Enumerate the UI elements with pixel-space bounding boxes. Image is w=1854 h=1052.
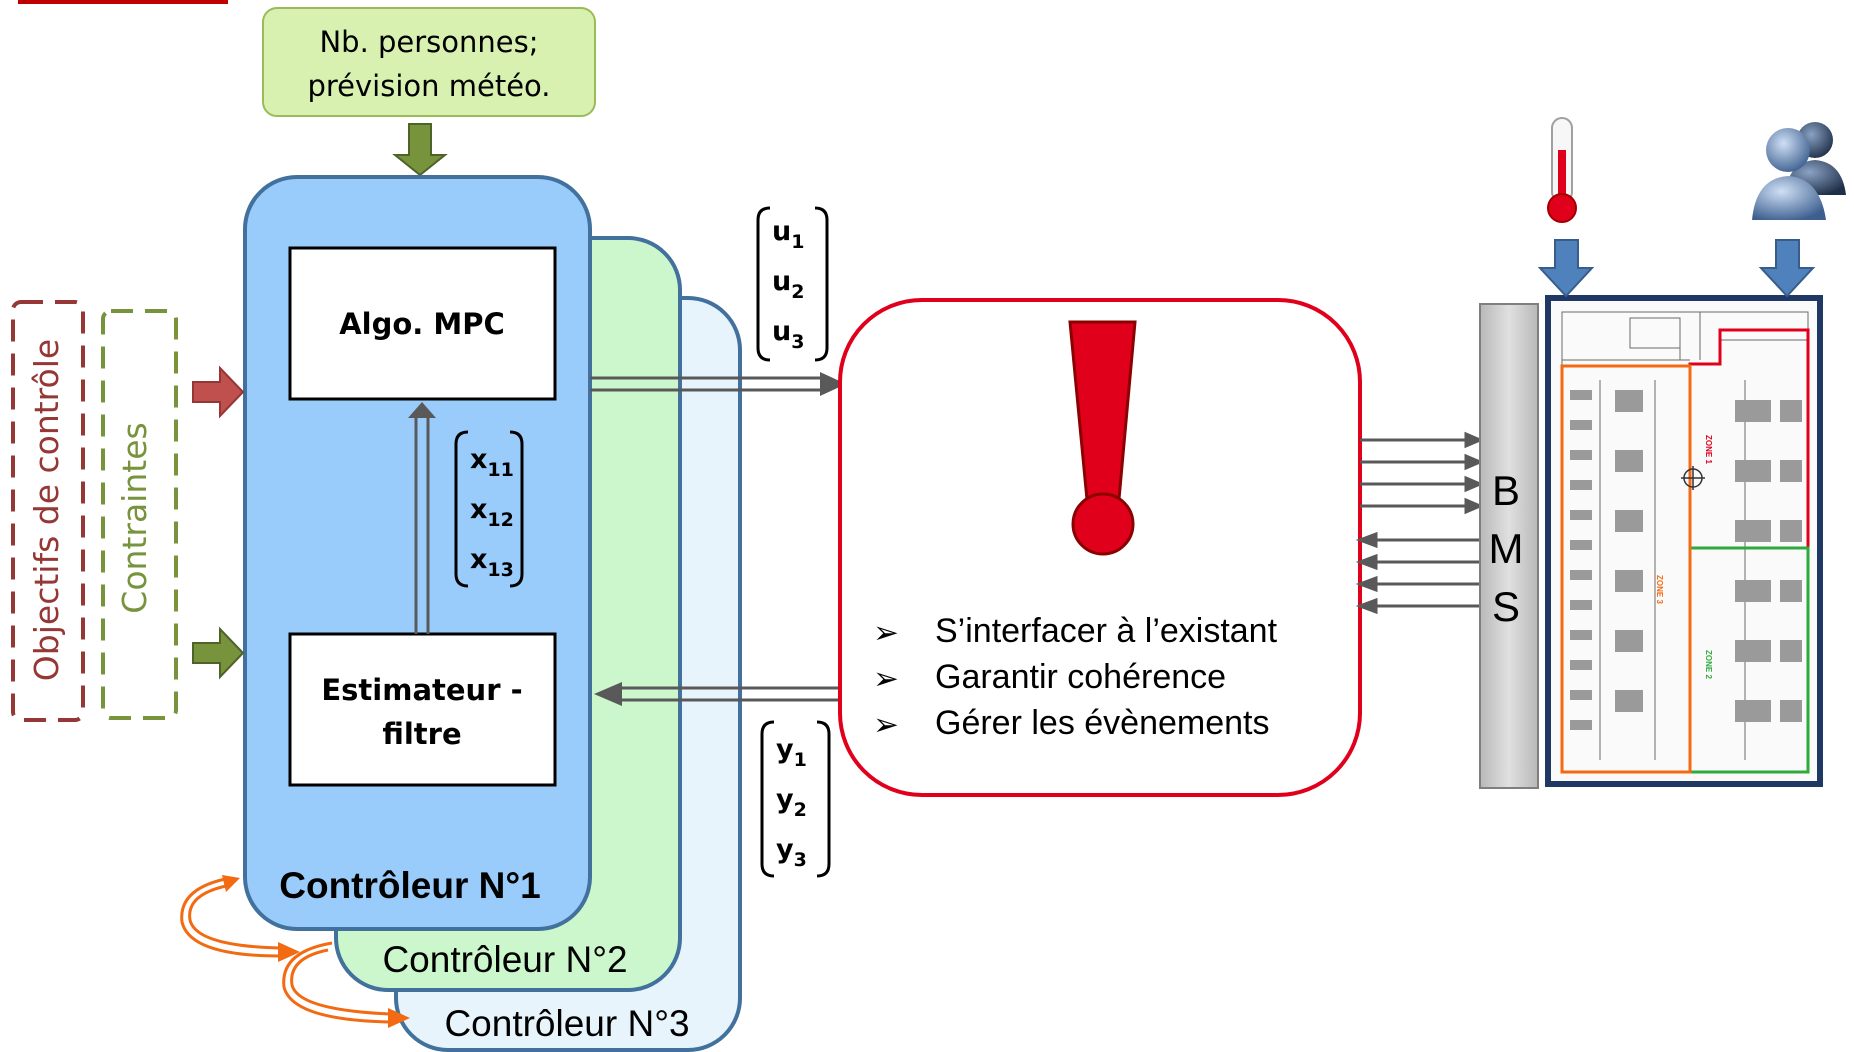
estimator-label-line1: Estimateur -	[321, 673, 522, 707]
zone-1-label: ZONE 1	[1704, 435, 1713, 464]
estimator-label-line2: filtre	[382, 717, 461, 751]
bms-link-arrows	[1355, 431, 1484, 615]
occupancy-down-arrow	[1758, 239, 1816, 298]
exclamation-icon	[1068, 320, 1137, 556]
zone-2-label: ZONE 2	[1704, 650, 1713, 679]
controller-1-label: Contrôleur N°1	[279, 865, 540, 906]
bms-letter-b: B	[1492, 467, 1520, 514]
top-input-box: Nb. personnes; prévision météo.	[262, 7, 596, 117]
orange-arrowhead	[278, 942, 300, 962]
corner-mark	[18, 0, 228, 4]
orange-arrowhead	[388, 1008, 410, 1028]
orange-arrowhead	[222, 875, 240, 892]
command-u1: u1	[772, 216, 804, 253]
measurement-arrow	[594, 682, 842, 706]
top-input-line1: Nb. personnes;	[319, 25, 538, 59]
coordination-arrows	[180, 876, 391, 1024]
supervisor-bullet: ➢	[873, 707, 899, 742]
top-input-line2: prévision météo.	[307, 69, 550, 103]
state-arrow	[408, 402, 436, 634]
objectives-label: Objectifs de contrôle	[27, 339, 66, 681]
compass-icon	[1681, 466, 1705, 490]
sensor-down-arrow	[1537, 239, 1595, 298]
objectives-arrow	[192, 365, 245, 419]
objectives-box: Objectifs de contrôle	[11, 300, 85, 722]
supervisor-item-1: S’interfacer à l’existant	[935, 612, 1278, 650]
people-icon	[1752, 122, 1846, 220]
output-y3: y3	[776, 834, 807, 871]
mpc-block: Algo. MPC	[288, 246, 557, 401]
command-vector: u1 u2 u3	[756, 206, 829, 362]
command-u3: u3	[772, 316, 804, 353]
supervisor-item-2: Garantir cohérence	[935, 658, 1226, 696]
thermometer-icon	[1547, 117, 1577, 223]
bms-block: B M S	[1479, 303, 1539, 789]
output-vector: y1 y2 y3	[760, 720, 831, 878]
bms-letter-m: M	[1489, 525, 1524, 572]
zone-3-label: ZONE 3	[1655, 575, 1664, 604]
estimator-block: Estimateur - filtre	[288, 632, 557, 787]
state-x12: x12	[470, 494, 514, 531]
supervisor-box: ➢ ➢ ➢ S’interfacer à l’existant Garantir…	[838, 298, 1362, 797]
state-vector: x11 x12 x13	[454, 430, 524, 588]
floorplan: ZONE 1 ZONE 2 ZONE 3	[1545, 295, 1823, 787]
controller-2-label: Contrôleur N°2	[382, 939, 627, 980]
command-u2: u2	[772, 266, 804, 303]
constraints-arrow	[192, 626, 245, 680]
output-y1: y1	[776, 734, 807, 771]
output-y2: y2	[776, 784, 807, 821]
supervisor-item-3: Gérer les évènements	[935, 704, 1270, 742]
mpc-label: Algo. MPC	[339, 307, 505, 341]
controller-3-label: Contrôleur N°3	[444, 1003, 689, 1044]
state-x11: x11	[470, 444, 514, 481]
constraints-label: Contraintes	[115, 422, 154, 613]
state-x13: x13	[470, 544, 514, 581]
bms-letter-s: S	[1492, 583, 1520, 630]
supervisor-bullet: ➢	[873, 615, 899, 650]
constraints-box: Contraintes	[101, 309, 178, 720]
zone-3-outline	[1560, 364, 1692, 774]
command-arrow	[590, 372, 846, 396]
input-down-arrow	[392, 123, 448, 177]
supervisor-bullet: ➢	[873, 661, 899, 696]
